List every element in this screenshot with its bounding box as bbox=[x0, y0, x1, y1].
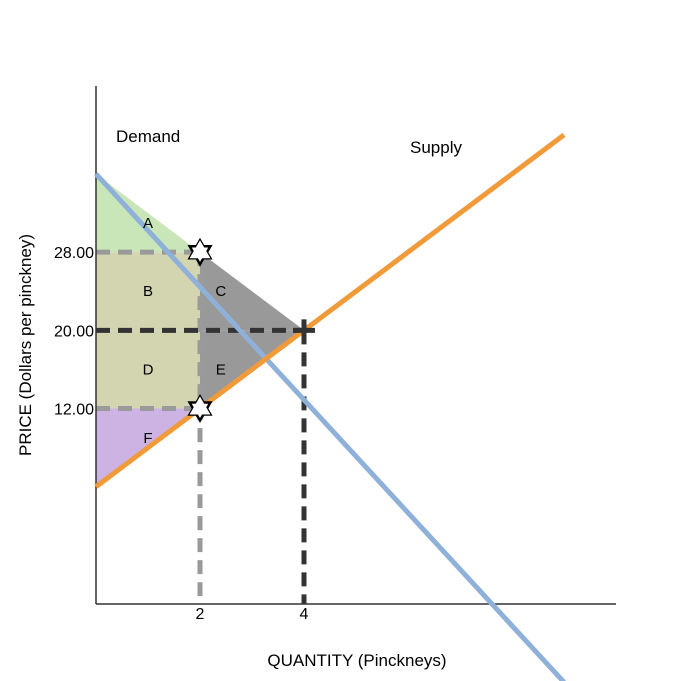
region-label-c: C bbox=[215, 283, 226, 300]
demand-label: Demand bbox=[116, 127, 180, 146]
shaded-regions bbox=[96, 174, 304, 487]
y-tick-label: 20.00 bbox=[54, 323, 94, 340]
y-axis-title: PRICE (Dollars per pinckney) bbox=[16, 234, 35, 456]
region-label-a: A bbox=[143, 215, 153, 232]
chart-text: Demand Supply QUANTITY (Pinckneys) PRICE… bbox=[16, 127, 462, 670]
x-axis-title: QUANTITY (Pinckneys) bbox=[267, 651, 446, 670]
tick-labels: 28.00 20.00 12.00 2 4 bbox=[54, 245, 309, 623]
x-tick-label: 2 bbox=[196, 606, 205, 623]
region-c bbox=[200, 252, 304, 331]
region-a bbox=[96, 174, 200, 253]
star-marker-1-fill bbox=[189, 396, 211, 415]
region-label-e: E bbox=[216, 361, 226, 378]
region-label-f: F bbox=[143, 430, 152, 447]
demand-curve bbox=[94, 172, 566, 681]
supply-label: Supply bbox=[410, 138, 462, 157]
supply-curve bbox=[94, 132, 566, 489]
region-label-b: B bbox=[143, 283, 153, 300]
axes bbox=[95, 86, 616, 605]
star-marker-0-fill bbox=[189, 240, 211, 259]
y-tick-label: 12.00 bbox=[54, 402, 94, 419]
region-d bbox=[96, 330, 200, 409]
y-tick-label: 28.00 bbox=[54, 245, 94, 262]
guide-lines bbox=[96, 249, 307, 604]
region-label-d: D bbox=[143, 361, 154, 378]
region-b bbox=[96, 252, 200, 331]
point-markers bbox=[187, 237, 315, 423]
series-lines bbox=[94, 132, 566, 681]
region-labels: A B C D E F bbox=[143, 215, 227, 447]
x-tick-label: 4 bbox=[300, 606, 309, 623]
